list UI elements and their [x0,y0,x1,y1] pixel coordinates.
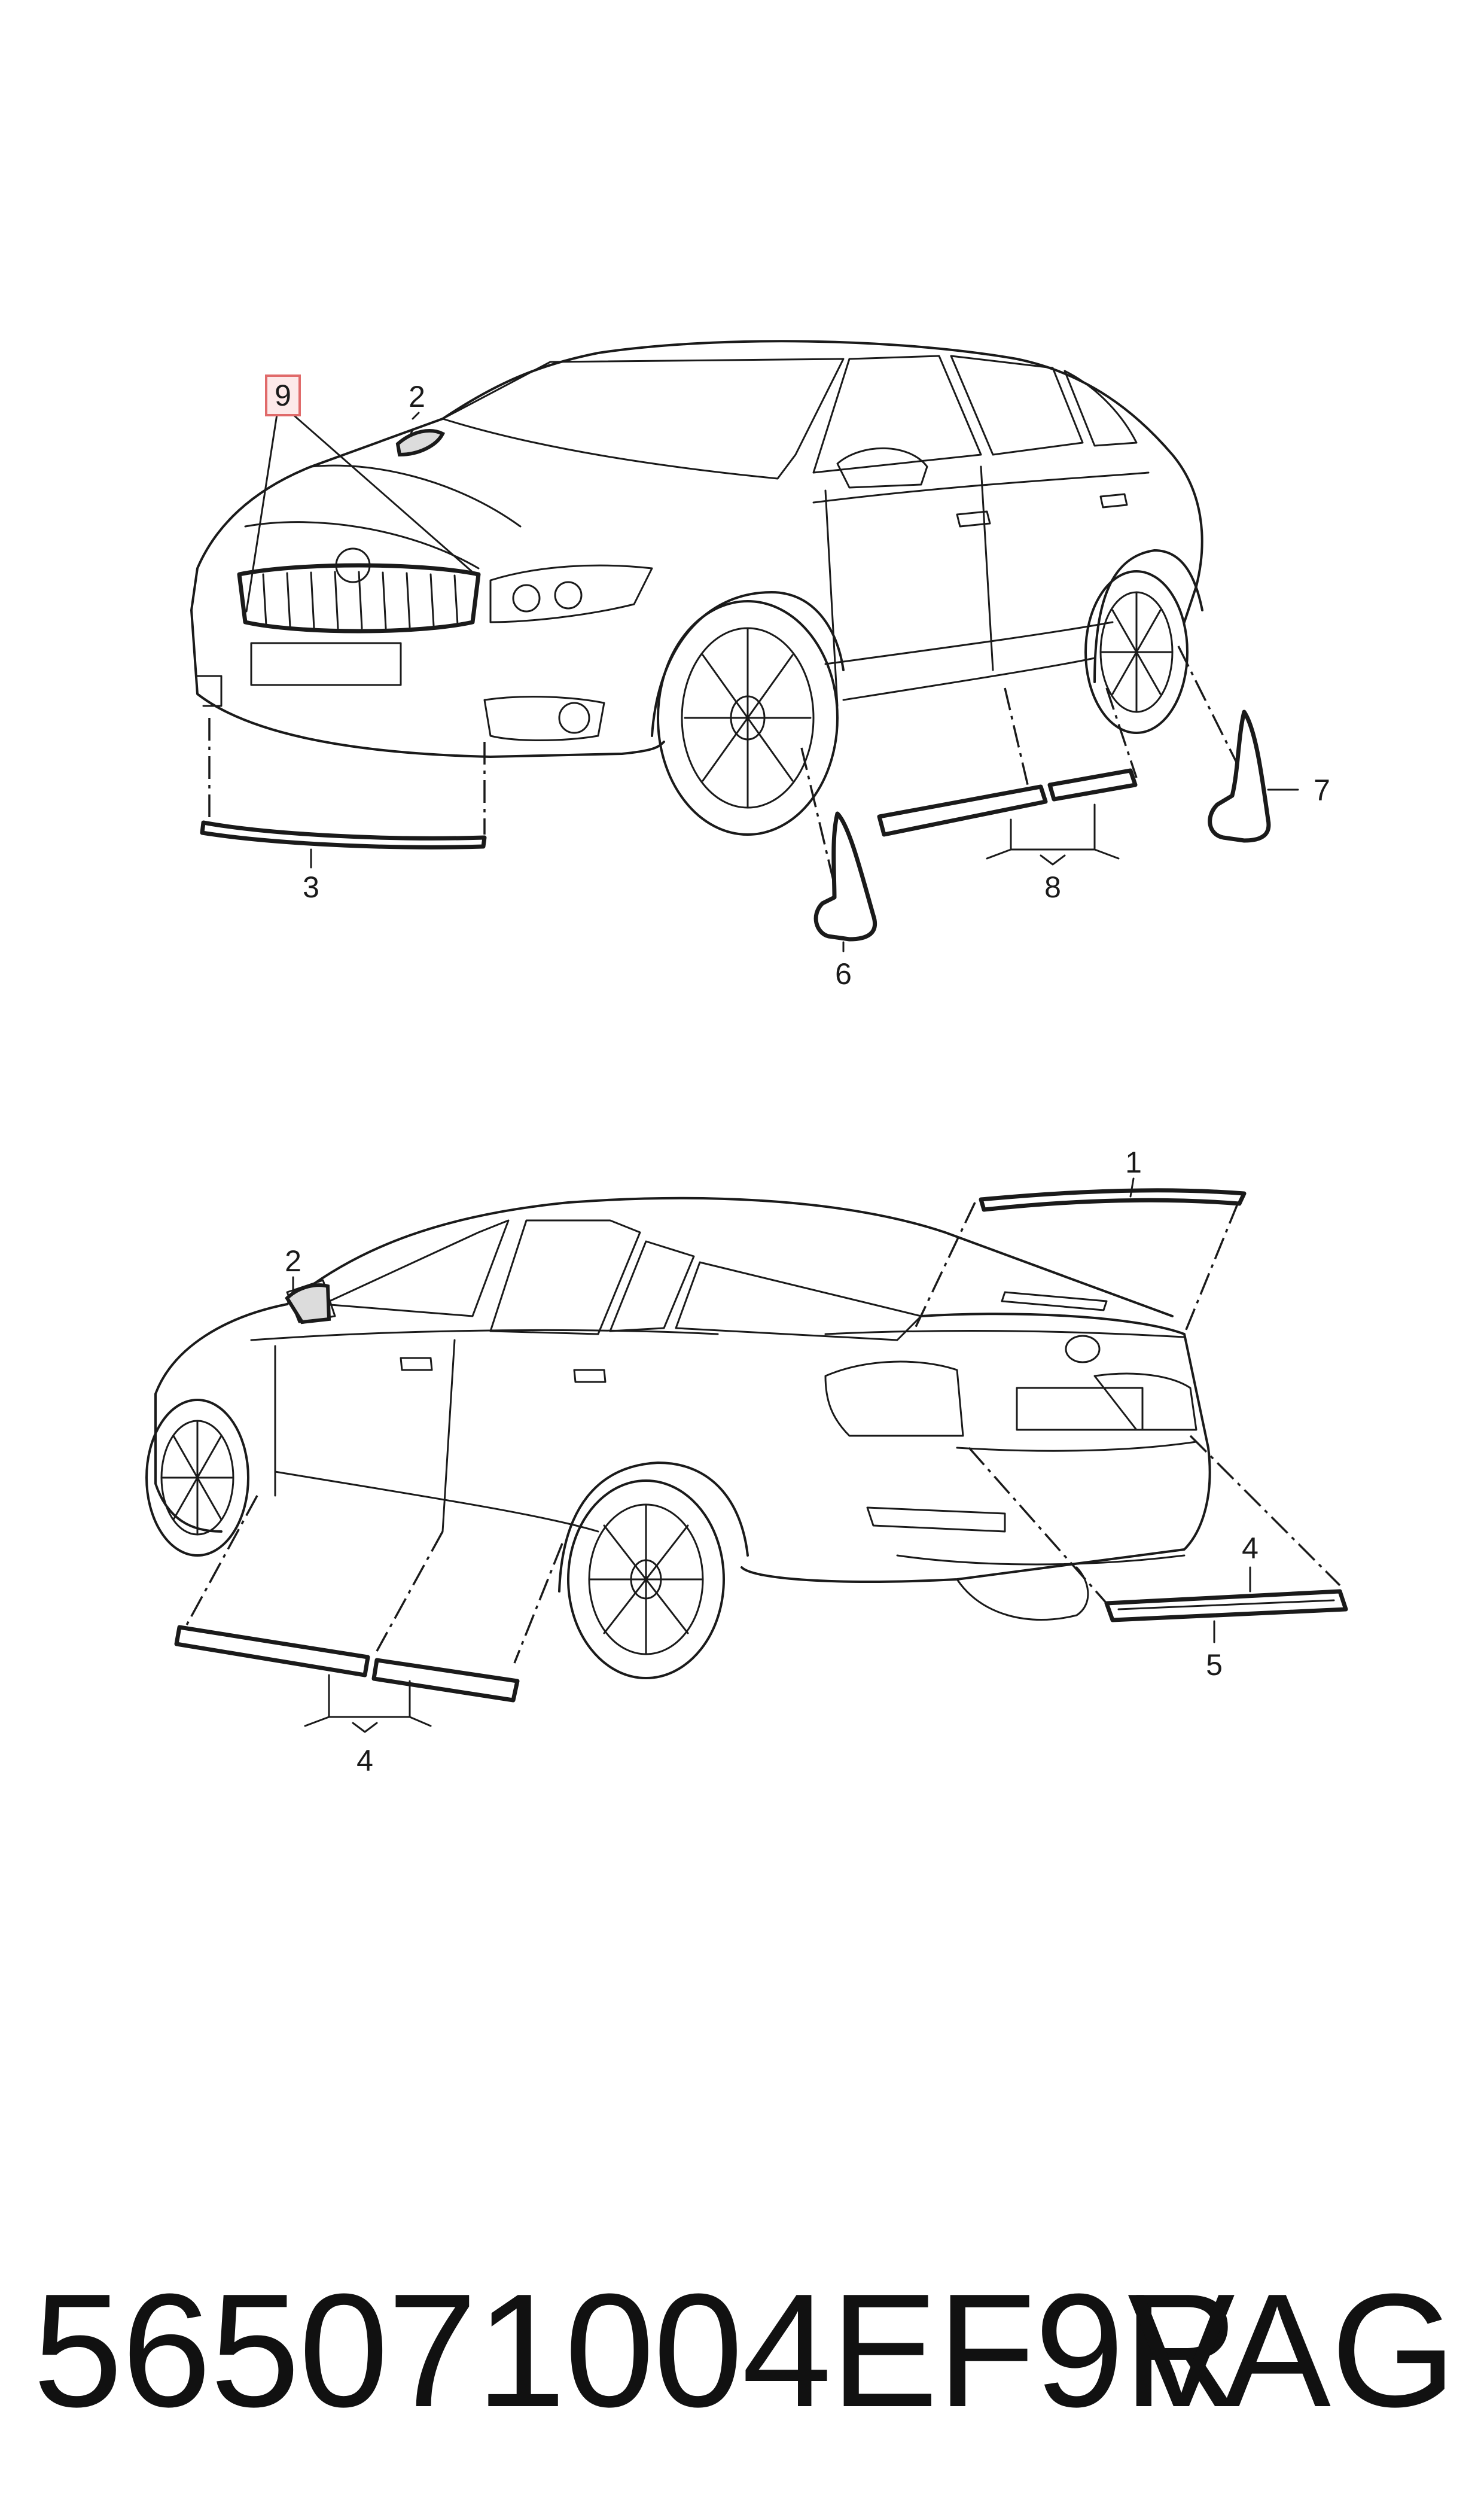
callout-8: 8 [1044,870,1061,904]
part-8-sill-rear [1047,768,1138,802]
parts-diagram: 9 2 3 6 8 7 [145,340,1348,1777]
part-mirror-cap [395,429,446,457]
callout-1: 1 [1125,1146,1142,1179]
callout-4-rear: 4 [1242,1531,1258,1565]
part-4-sill-front [174,1625,370,1677]
front-car-drawing [190,340,1203,836]
part-4-sill-rear [371,1658,520,1703]
rear-leader-lines [184,1202,1341,1664]
callout-7: 7 [1314,774,1330,807]
part-3-bumper-strip [200,820,487,850]
callout-2-rear: 2 [285,1244,301,1278]
part-8-sill-front [877,784,1048,837]
callout-9: 9 [275,379,291,412]
callout-5: 5 [1206,1648,1223,1682]
front-leader-lines [208,406,1245,898]
rear-parts [174,1177,1348,1733]
callout-4-sill: 4 [356,1744,373,1777]
part-6-mudflap [813,811,877,942]
rear-car-drawing [145,1196,1211,1679]
callout-6: 6 [835,957,852,991]
part-number: 565071004EF9R [33,2261,1240,2441]
part-1-trunk-strip [979,1188,1247,1212]
front-parts [200,412,1299,952]
brand-label: VAG [1127,2261,1456,2441]
footer: 565071004EF9R VAG [33,2255,1456,2447]
callout-3: 3 [303,870,319,904]
part-2-rear-mirror [285,1283,331,1325]
callout-9-highlight [265,374,301,416]
callout-2-front: 2 [409,380,425,413]
part-7-mudflap [1208,710,1271,843]
